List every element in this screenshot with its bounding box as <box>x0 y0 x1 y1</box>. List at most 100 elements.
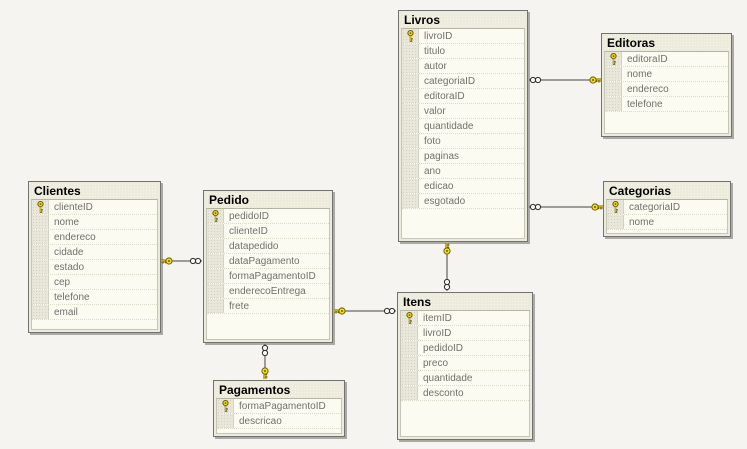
field-row-desconto[interactable]: desconto <box>401 386 529 401</box>
row-selector[interactable] <box>207 224 224 238</box>
field-row-datapagamento[interactable]: dataPagamento <box>207 254 329 269</box>
field-row-endereco[interactable]: endereco <box>32 230 157 245</box>
field-row-foto[interactable]: foto <box>402 134 524 149</box>
row-selector[interactable] <box>605 97 622 111</box>
row-selector[interactable] <box>402 179 419 193</box>
row-selector[interactable] <box>32 260 49 274</box>
row-selector[interactable] <box>402 89 419 103</box>
field-row-telefone[interactable]: telefone <box>32 290 157 305</box>
row-selector[interactable] <box>207 299 224 313</box>
row-selector[interactable] <box>402 59 419 73</box>
relationship-pedido-itens[interactable] <box>334 307 396 315</box>
field-row-nome[interactable]: nome <box>605 67 728 82</box>
row-selector[interactable] <box>32 290 49 304</box>
field-row-cep[interactable]: cep <box>32 275 157 290</box>
field-row-editoraid[interactable]: editoraID <box>402 89 524 104</box>
field-row-quantidade[interactable]: quantidade <box>402 119 524 134</box>
field-row-itemid[interactable]: itemID <box>401 311 529 326</box>
row-selector[interactable] <box>402 149 419 163</box>
row-selector[interactable] <box>402 164 419 178</box>
row-selector[interactable] <box>607 215 624 229</box>
primary-key-cell[interactable] <box>402 29 419 43</box>
row-selector[interactable] <box>207 284 224 298</box>
field-row-endereco[interactable]: endereco <box>605 82 728 97</box>
row-selector[interactable] <box>32 215 49 229</box>
row-selector[interactable] <box>32 230 49 244</box>
field-row-clienteid[interactable]: clienteID <box>32 200 157 215</box>
relationship-pagamentos-pedido[interactable] <box>261 344 269 379</box>
row-selector[interactable] <box>32 245 49 259</box>
row-selector[interactable] <box>401 371 418 385</box>
table-title-pedido[interactable]: Pedido <box>206 192 330 208</box>
field-row-edicao[interactable]: edicao <box>402 179 524 194</box>
field-row-formapagamentoid[interactable]: formaPagamentoID <box>207 269 329 284</box>
primary-key-cell[interactable] <box>217 399 234 413</box>
row-selector[interactable] <box>401 386 418 400</box>
row-selector[interactable] <box>207 254 224 268</box>
row-selector[interactable] <box>401 341 418 355</box>
field-row-datapedido[interactable]: datapedido <box>207 239 329 254</box>
row-selector[interactable] <box>401 356 418 370</box>
row-selector[interactable] <box>32 275 49 289</box>
field-row-editoraid[interactable]: editoraID <box>605 52 728 67</box>
row-selector[interactable] <box>402 134 419 148</box>
row-selector[interactable] <box>207 239 224 253</box>
row-selector[interactable] <box>217 414 234 428</box>
row-selector[interactable] <box>402 74 419 88</box>
row-selector[interactable] <box>401 326 418 340</box>
table-title-livros[interactable]: Livros <box>401 12 525 28</box>
field-row-livroid[interactable]: livroID <box>402 29 524 44</box>
field-row-enderecoentrega[interactable]: enderecoEntrega <box>207 284 329 299</box>
table-title-itens[interactable]: Itens <box>400 294 530 310</box>
row-selector[interactable] <box>32 305 49 319</box>
row-selector[interactable] <box>402 119 419 133</box>
field-row-cidade[interactable]: cidade <box>32 245 157 260</box>
field-row-ano[interactable]: ano <box>402 164 524 179</box>
field-row-pedidoid[interactable]: pedidoID <box>401 341 529 356</box>
field-row-telefone[interactable]: telefone <box>605 97 728 112</box>
field-row-descricao[interactable]: descricao <box>217 414 341 429</box>
field-row-email[interactable]: email <box>32 305 157 320</box>
table-title-categorias[interactable]: Categorias <box>606 183 728 199</box>
primary-key-cell[interactable] <box>401 311 418 325</box>
primary-key-cell[interactable] <box>207 209 224 223</box>
field-row-valor[interactable]: valor <box>402 104 524 119</box>
field-row-categoriaid[interactable]: categoriaID <box>607 200 727 215</box>
field-row-frete[interactable]: frete <box>207 299 329 314</box>
field-row-preco[interactable]: preco <box>401 356 529 371</box>
table-title-pagamentos[interactable]: Pagamentos <box>216 382 342 398</box>
field-row-categoriaid[interactable]: categoriaID <box>402 74 524 89</box>
field-row-titulo[interactable]: titulo <box>402 44 524 59</box>
table-title-editoras[interactable]: Editoras <box>604 35 729 51</box>
field-row-paginas[interactable]: paginas <box>402 149 524 164</box>
primary-key-cell[interactable] <box>607 200 624 214</box>
field-row-estado[interactable]: estado <box>32 260 157 275</box>
primary-key-cell[interactable] <box>605 52 622 66</box>
field-row-quantidade[interactable]: quantidade <box>401 371 529 386</box>
row-selector[interactable] <box>402 194 419 208</box>
field-row-clienteid[interactable]: clienteID <box>207 224 329 239</box>
relationship-clientes-pedido[interactable] <box>161 257 202 265</box>
row-selector[interactable] <box>605 67 622 81</box>
row-selector[interactable] <box>605 82 622 96</box>
relationship-categorias-livros[interactable] <box>529 203 603 211</box>
relationship-livros-itens[interactable] <box>443 243 451 291</box>
row-selector[interactable] <box>207 269 224 283</box>
row-selector[interactable] <box>402 44 419 58</box>
field-row-esgotado[interactable]: esgotado <box>402 194 524 209</box>
field-row-pedidoid[interactable]: pedidoID <box>207 209 329 224</box>
row-selector[interactable] <box>402 104 419 118</box>
primary-key-cell[interactable] <box>32 200 49 214</box>
field-row-livroid[interactable]: livroID <box>401 326 529 341</box>
field-row-autor[interactable]: autor <box>402 59 524 74</box>
field-row-nome[interactable]: nome <box>607 215 727 230</box>
field-row-nome[interactable]: nome <box>32 215 157 230</box>
